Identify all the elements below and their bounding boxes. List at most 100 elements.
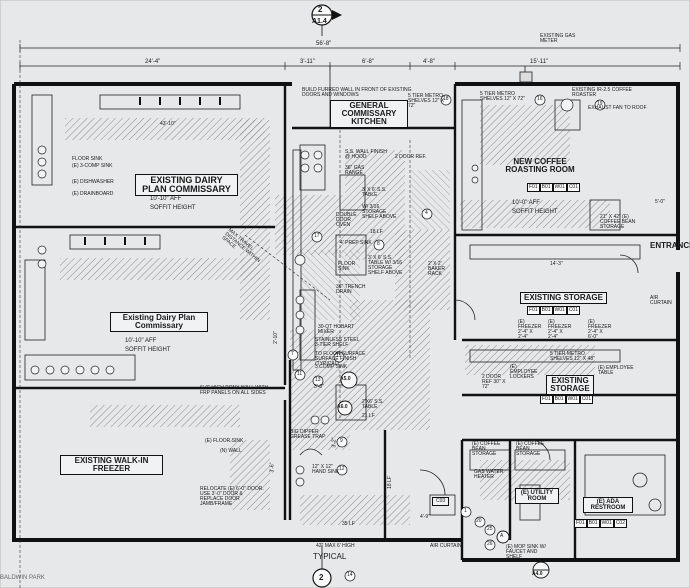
keynote-4: 4 [425,210,428,216]
note-21lf: 21 LF [362,413,375,419]
finish-code: W01 [599,519,614,528]
note-freezer-2: (E) FREEZER 2'-4" X 2'-4" [548,319,572,340]
dim-2-10: 2'-10" [272,331,279,344]
keynote-13: 13 [315,377,321,383]
note-3-comp-sink-2: 3 COMP SINK [315,364,348,370]
fixture-circles [30,98,574,487]
room-utility: (E) UTILITY ROOM [515,488,559,504]
note-ss-wall: S.S. WALL FINISH @ HOOD [345,149,387,160]
note-ss-table-2: 3' X 6' S.S. TABLE W/ 3/16 STORAGE SHELF… [368,255,403,276]
note-storage-shelf: W/ 3/16 STORAGE SHELF ABOVE [362,204,397,220]
top-marker-number: 2 [318,5,323,14]
keynote-26: 26 [487,541,493,547]
dim-3-2: 3'-2" [331,437,338,448]
note-gas-range: 36" GAS RANGE [345,165,365,176]
keynote-a: A [500,533,504,539]
finish-code: B01 [586,519,600,528]
note-coffee-bean-2: (E) COFFEE BEAN STORAGE [516,441,545,457]
marker-a50-top: A5.0 [340,376,351,382]
finish-code: B01 [552,395,566,404]
note-prep-sink: 4' PREP SINK [340,240,372,246]
finish-code: F01 [574,519,587,528]
dim-14-3: 14'-3" [550,261,563,267]
note-furred-wall: BUILD FURRED WALL IN FRONT OF EXISTING D… [302,87,412,98]
note-employee-table: (E) EMPLOYEE TABLE [598,365,634,376]
note-floor-surface: TO FLOOR SURFACE SURFACE FINISH (TYPICAL… [315,351,366,367]
finish-code: W01 [552,183,567,192]
finish-code: F01 [527,306,540,315]
note-employee-lockers: (E) EMPLOYEE LOCKERS [510,364,538,380]
note-door-reach: 2 DOOR REF. [395,154,427,160]
note-3-comp-sink: (E) 3-COMP SINK [72,163,113,169]
note-double-door: DOUBLE DOOR OVEN [336,212,357,228]
note-drainboard: (E) DRAINBOARD [72,191,114,197]
keynote-12: 12 [339,466,345,472]
room-coffee-roasting: NEW COFFEE ROASTING ROOM [505,157,575,174]
keynote-11: 11 [297,371,303,377]
note-n-wall: (N) WALL [220,448,242,454]
section-marker-bottom [312,545,332,588]
keynote-25: 25 [487,526,493,532]
leader-lines [19,40,411,588]
note-dishwasher: (E) DISHWASHER [72,179,114,185]
note-two-door-ref: 2 DOOR REF 30" X 72" [482,374,506,390]
note-metro-top: 5 TIER METRO SHELVES 12" X 72" [408,93,445,109]
room-walkin-freezer: EXISTING WALK-IN FREEZER [60,455,163,475]
keynote-14: 14 [347,572,353,578]
room-storage-2: EXISTING STORAGE [546,375,594,395]
room-coffee-height: SOFFIT HEIGHT [512,209,558,215]
overall-dimension: 56'-8" [316,41,332,47]
room-restroom: (E) ADA RESTROOM [583,497,633,513]
dim-top-2: 3'-11" [300,59,315,65]
room-general-commissary: GENERAL COMMISSARY KITCHEN [330,100,408,128]
note-ss-table-3: 2'X6' S.S. TABLE [362,399,384,410]
marker-a60: A6.0 [337,404,348,410]
note-coffee-bean-right: 21" X 42" (E) COFFEE BEAN STORAGE [600,214,636,230]
marker-c03: C03 [432,497,450,506]
note-floor-sink-2: FLOOR SINK [338,261,356,272]
exterior-walls [12,82,680,562]
note-metro-bottom: 5 TIER METRO SHELVES 12" X 42" MAX 6' HI… [316,538,389,549]
dim-top-1: 24'-4" [145,59,161,65]
finish-code: C01 [579,395,593,404]
finish-code: W01 [565,395,580,404]
note-stainless-shelf: STAINLESS STEEL 3-TIER SHELF [315,337,360,348]
room-dairy-top-height: SOFFIT HEIGHT [150,205,196,211]
finish-code: C02 [613,519,627,528]
dim-3-0: 3'-0" [314,384,324,390]
finish-code: B01 [539,306,553,315]
note-roaster: EXISTING IR-2.5 COFFEE ROASTER [572,87,633,98]
room-dairy-top: EXISTING DAIRY PLAN COMMISSARY [135,174,238,196]
keynote-16: 16 [537,96,543,102]
finish-code: C01 [566,183,580,192]
dim-5-0: 5'-0" [655,199,665,205]
keynote-17: 17 [314,233,320,239]
note-coffee-bean-1: (E) COFFEE BEAN STORAGE [472,441,501,457]
room-dairy-mid: Existing Dairy Plan Commissary [110,312,208,332]
dim-top-5: 15'-11" [530,59,549,65]
dim-4-9: 4'-9" [420,514,430,520]
note-typical: TYPICAL [313,552,347,561]
note-pony-wall: 6'-0" HIGH PONY WALL WITH FRP PANELS ON … [200,385,269,396]
finish-code: W01 [552,306,567,315]
note-water-heater: GAS WATER HEATER [474,469,504,480]
note-floor-sink: FLOOR SINK [72,156,103,162]
marker-a40: A4.0 [532,571,543,577]
keynote-20: 20 [476,518,482,524]
room-dairy-mid-affix: 10'-10" AFF [125,338,157,344]
note-baker-rack: 2' X 2' BAKER RACK [428,261,445,277]
note-gas-meter: EXISTING GAS METER [540,33,576,44]
keynote-15: 15 [336,353,342,359]
room-dairy-mid-height: SOFFIT HEIGHT [125,347,171,353]
room-storage-1: EXISTING STORAGE [520,292,607,304]
note-mop-sink: (E) MOP SINK W/ FAUCET AND SHELF [506,544,546,560]
dimension-lines [19,44,681,70]
keynote-8: 8 [377,241,380,247]
note-metro-storage: 5 TIER METRO SHELVES 12" X 48" [550,351,595,362]
